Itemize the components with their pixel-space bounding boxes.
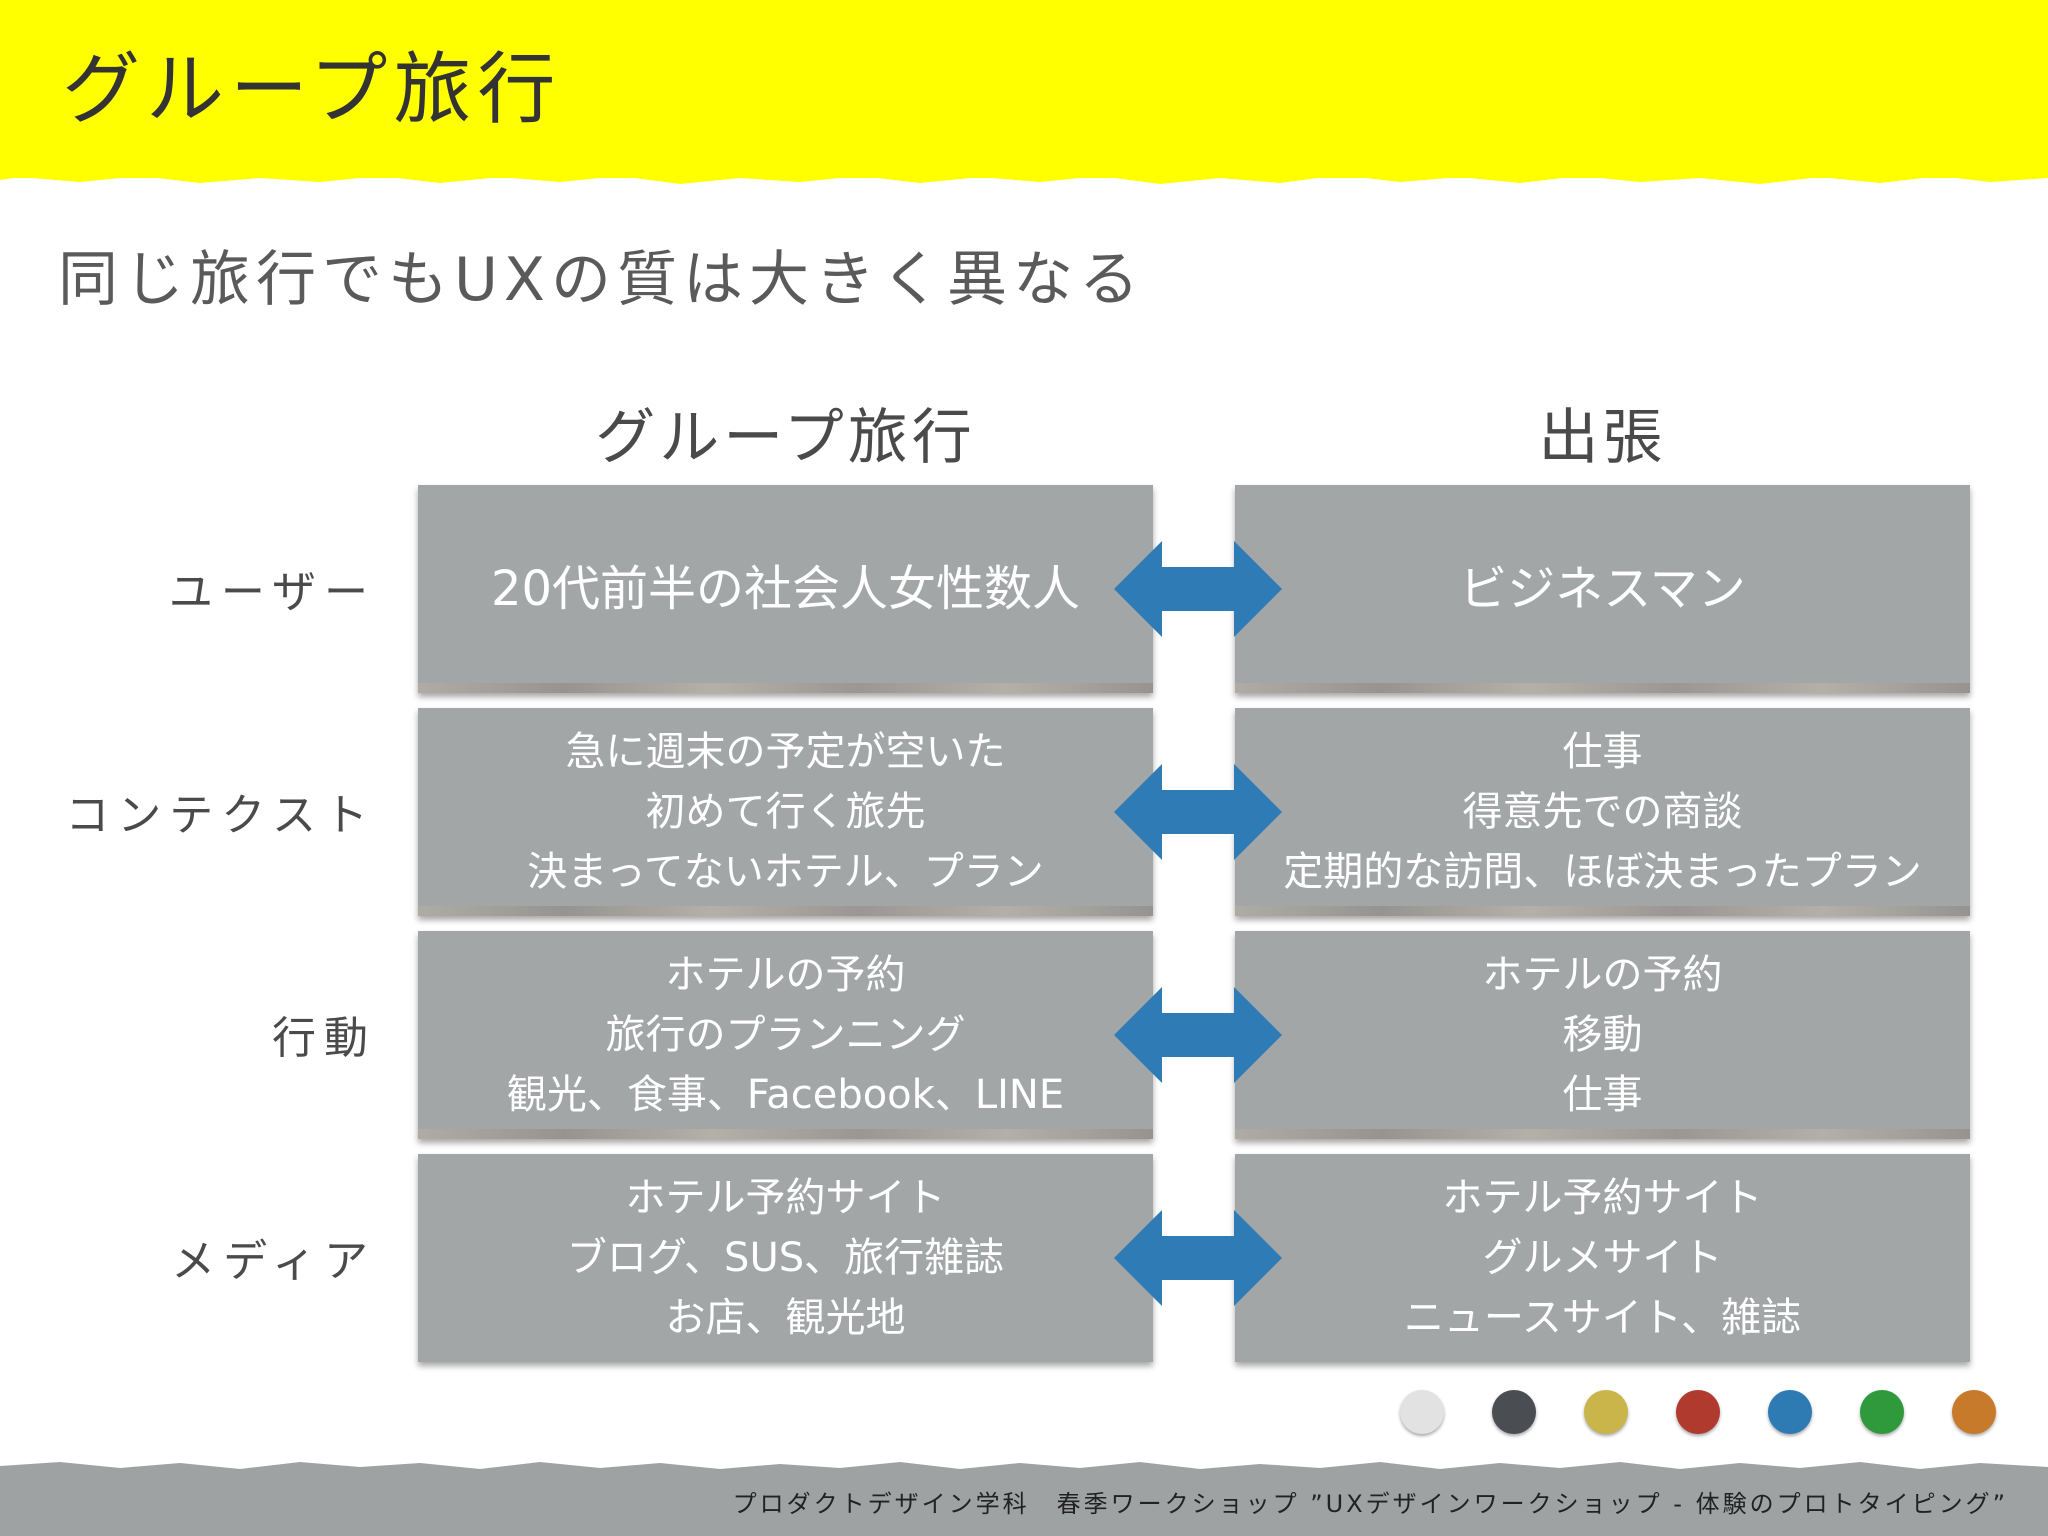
card-line: お店、観光地 <box>665 1295 906 1341</box>
card-behavior-left: ホテルの予約 旅行のプランニング 観光、食事、Facebook、LINE <box>418 931 1153 1139</box>
card-photo-strip <box>418 1129 1153 1139</box>
slide-title: グループ旅行 <box>62 45 562 135</box>
header-band <box>0 0 2048 178</box>
palette-dot <box>1492 1390 1536 1434</box>
card-photo-strip <box>418 906 1153 916</box>
card-line: 観光、食事、Facebook、LINE <box>506 1072 1065 1118</box>
footer-band <box>0 1470 2048 1536</box>
card-line: ホテルの予約 <box>665 952 906 998</box>
palette-dot <box>1676 1390 1720 1434</box>
row-label-context: コンテクスト <box>65 790 376 841</box>
card-photo-strip <box>1235 1129 1970 1139</box>
card-line: 決まってないホテル、プラン <box>527 849 1044 895</box>
card-photo-strip <box>1235 906 1970 916</box>
slide-subtitle: 同じ旅行でもUXの質は大きく異なる <box>58 245 1146 315</box>
double-arrow-icon <box>1114 541 1282 637</box>
card-context-left: 急に週末の予定が空いた 初めて行く旅先 決まってないホテル、プラン <box>418 708 1153 916</box>
card-behavior-right: ホテルの予約 移動 仕事 <box>1235 931 1970 1139</box>
header-rough-edge <box>0 170 2048 184</box>
column-heading-right: 出張 <box>1538 403 1667 473</box>
card-line: 定期的な訪問、ほぼ決まったプラン <box>1283 849 1922 895</box>
card-line: ニュースサイト、雑誌 <box>1403 1295 1802 1341</box>
card-line: 急に週末の予定が空いた <box>565 729 1006 775</box>
card-user-left: 20代前半の社会人女性数人 <box>418 485 1153 693</box>
column-heading-left: グループ旅行 <box>595 403 976 473</box>
card-context-right: 仕事 得意先での商談 定期的な訪問、ほぼ決まったプラン <box>1235 708 1970 916</box>
double-arrow-icon <box>1114 764 1282 860</box>
card-line: グルメサイト <box>1482 1235 1723 1281</box>
card-line: 20代前半の社会人女性数人 <box>490 561 1081 617</box>
card-line: 仕事 <box>1562 729 1643 775</box>
palette-dot <box>1400 1390 1444 1434</box>
card-line: ホテル予約サイト <box>1442 1175 1763 1221</box>
card-line: 初めて行く旅先 <box>645 789 926 835</box>
palette-dot <box>1768 1390 1812 1434</box>
card-line: 得意先での商談 <box>1462 789 1743 835</box>
card-media-left: ホテル予約サイト ブログ、SUS、旅行雑誌 お店、観光地 <box>418 1154 1153 1362</box>
card-line: ホテルの予約 <box>1482 952 1723 998</box>
double-arrow-icon <box>1114 987 1282 1083</box>
card-photo-strip <box>1235 683 1970 693</box>
card-user-right: ビジネスマン <box>1235 485 1970 693</box>
footer-text: プロダクトデザイン学科 春季ワークショップ ”UXデザインワークショップ - 体… <box>732 1490 2008 1518</box>
card-line: 移動 <box>1562 1012 1643 1058</box>
card-line: 仕事 <box>1562 1072 1643 1118</box>
palette-dot <box>1952 1390 1996 1434</box>
color-palette-dots <box>1400 1390 2005 1438</box>
double-arrow-icon <box>1114 1210 1282 1306</box>
card-line: 旅行のプランニング <box>605 1012 966 1058</box>
card-line: ブログ、SUS、旅行雑誌 <box>566 1235 1005 1281</box>
palette-dot <box>1860 1390 1904 1434</box>
row-label-user: ユーザー <box>168 567 376 618</box>
row-label-media: メディア <box>171 1236 376 1287</box>
palette-dot <box>1584 1390 1628 1434</box>
card-media-right: ホテル予約サイト グルメサイト ニュースサイト、雑誌 <box>1235 1154 1970 1362</box>
row-label-behavior: 行動 <box>272 1013 376 1064</box>
card-photo-strip <box>418 683 1153 693</box>
card-line: ビジネスマン <box>1459 561 1746 617</box>
card-line: ホテル予約サイト <box>625 1175 946 1221</box>
